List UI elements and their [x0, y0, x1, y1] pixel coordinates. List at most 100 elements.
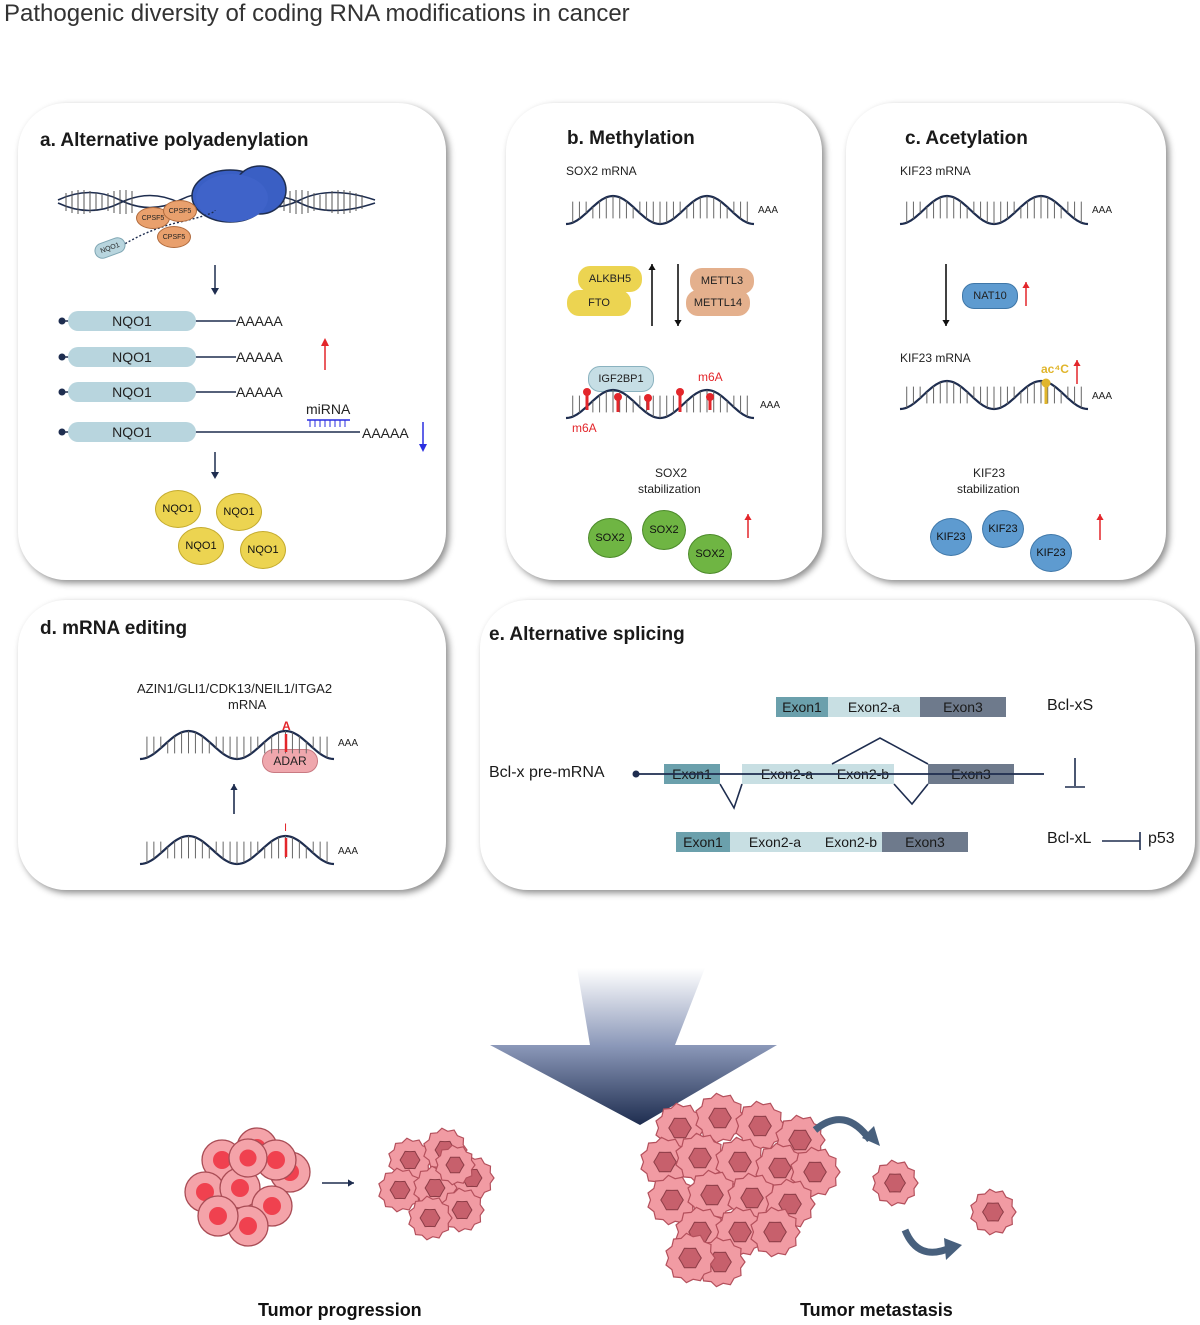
bclxl-label: Bcl-xL	[1047, 830, 1092, 847]
bclxs-exon2a: Exon2-a	[828, 697, 920, 717]
fto-eraser: FTO	[567, 290, 631, 316]
methylation-arrow	[674, 264, 682, 326]
tumor-cell-round-10	[228, 1138, 268, 1178]
tumor-cell-round-9	[255, 1139, 297, 1181]
original-base: I	[284, 822, 288, 834]
kif23-protein-2: KIF23	[982, 510, 1024, 548]
panel-acetylation	[846, 103, 1166, 580]
tumor-cell-spiky-8	[435, 1144, 476, 1186]
m6a-site-4	[676, 388, 684, 412]
splicing-schema	[632, 737, 1141, 850]
m6a-site-2	[614, 393, 622, 412]
edited-base-a: A	[282, 719, 291, 733]
polya-tail-3: AAAAA	[236, 384, 283, 400]
progression-arrow	[322, 1179, 354, 1187]
sox2-effect-line2: stabilization	[638, 482, 701, 496]
polya-label-d2: AAA	[338, 846, 359, 857]
panel-b-title: b. Methylation	[567, 128, 695, 149]
tumor-cell-spiky-7	[408, 1195, 453, 1241]
polya-label-c1: AAA	[1092, 205, 1113, 216]
junction-2	[893, 783, 929, 806]
tumor-cell-round-8	[197, 1195, 239, 1237]
panel-d-title: d. mRNA editing	[40, 618, 188, 639]
m6a-site-3	[644, 394, 652, 410]
sox2-protein-3: SOX2	[688, 534, 732, 574]
sox2-mrna-label: SOX2 mRNA	[566, 164, 637, 178]
demethylation-arrow	[648, 264, 656, 326]
polya-label-b1: AAA	[758, 205, 779, 216]
nqo1-transcript-3: NQO1	[68, 382, 196, 402]
acetylation-arrow	[942, 264, 950, 326]
sox2-protein-2: SOX2	[642, 510, 686, 550]
bclxs-exon1: Exon1	[776, 697, 828, 717]
bclxl-exon1: Exon1	[676, 832, 730, 852]
editing-arrow	[230, 784, 238, 814]
nqo1-transcript-2: NQO1	[68, 347, 196, 367]
junction-1	[719, 783, 743, 810]
figure-title: Pathogenic diversity of coding RNA modif…	[4, 0, 630, 27]
tumor-cell-spiky-4	[378, 1167, 423, 1213]
sox2-up-arrow	[744, 514, 752, 538]
nqo1-transcript-4: NQO1	[68, 422, 196, 442]
polya-label-b2: AAA	[760, 400, 781, 411]
tumor-progression-label: Tumor progression	[258, 1300, 422, 1320]
m6a-mark-top: m6A	[698, 370, 723, 384]
alkbh5-eraser: ALKBH5	[578, 266, 642, 292]
nat10-up-arrow	[1022, 282, 1030, 306]
polya-label-c2: AAA	[1092, 391, 1113, 402]
edited-genes-line1: AZIN1/GLI1/CDK13/NEIL1/ITGA2	[137, 681, 333, 696]
mettl14-writer: METTL14	[686, 290, 750, 316]
nqo1-protein-1: NQO1	[155, 490, 201, 528]
kif23-mrna-label: KIF23 mRNA	[900, 164, 971, 178]
bclxl-exon2b: Exon2-b	[820, 832, 882, 852]
tumor-metastasis-label: Tumor metastasis	[800, 1300, 953, 1320]
kif23-protein-3: KIF23	[1030, 534, 1072, 572]
nat10-enzyme: NAT10	[962, 283, 1018, 309]
sox2-mrna-wave	[565, 194, 755, 226]
nqo1-protein-2: NQO1	[216, 493, 262, 531]
bclxs-label: Bcl-xS	[1047, 697, 1094, 714]
p53-label: p53	[1148, 830, 1175, 847]
kif23-up-arrow	[1096, 514, 1104, 540]
junction-skip	[831, 737, 929, 765]
nqo1-protein-4: NQO1	[240, 531, 286, 569]
kif23-protein-1: KIF23	[930, 518, 972, 556]
mirna-label: miRNA	[306, 401, 351, 417]
panel-c-title: c. Acetylation	[905, 128, 1028, 149]
metastatic-mass-cell-11	[687, 1169, 738, 1221]
migrating-cell-2	[970, 1188, 1017, 1236]
metastatic-mass-cell-10	[647, 1174, 698, 1226]
kif23-effect-line2: stabilization	[957, 482, 1020, 496]
bclxl-exon3: Exon3	[882, 832, 968, 852]
pre-mrna-label: Bcl-x pre-mRNA	[489, 764, 605, 781]
metastatic-mass-cell-18	[665, 1232, 716, 1284]
metastatic-mass-cell-6	[675, 1132, 726, 1184]
panel-a-title: a. Alternative polyadenylation	[40, 130, 309, 151]
kif23-effect-line1: KIF23	[973, 466, 1006, 480]
bclxs-exon3: Exon3	[920, 697, 1006, 717]
kif23-mrna-wave	[899, 194, 1089, 226]
panel-mrna-editing	[18, 600, 446, 890]
ac4c-up-arrow	[1073, 360, 1081, 384]
polya-tail-4: AAAAA	[362, 425, 409, 441]
bclxl-exon2a: Exon2-a	[730, 832, 820, 852]
m6a-mark-bottom: m6A	[572, 421, 597, 435]
unedited-mrna-wave	[139, 834, 335, 866]
metastatic-mass-cell-3	[735, 1100, 786, 1152]
sox2-methylated-mrna-wave	[565, 388, 755, 420]
kif23-mrna-label-2: KIF23 mRNA	[900, 351, 971, 365]
cpsf5-factor-2: CPSF5	[163, 200, 197, 222]
polya-tail-2: AAAAA	[236, 349, 283, 365]
cpsf5-factor-3: CPSF5	[157, 226, 191, 248]
migrating-cell-1	[872, 1159, 919, 1207]
polya-label-d1: AAA	[338, 738, 359, 749]
curved-arrow-1	[812, 1116, 873, 1143]
metastatic-mass-cell-2	[695, 1092, 746, 1144]
igf2bp1-reader: IGF2BP1	[588, 366, 654, 392]
nqo1-protein-3: NQO1	[178, 527, 224, 565]
edited-mrna-wave	[139, 729, 335, 761]
metastatic-mass-cell-16	[750, 1206, 801, 1258]
nqo1-transcript-1: NQO1	[68, 311, 196, 331]
